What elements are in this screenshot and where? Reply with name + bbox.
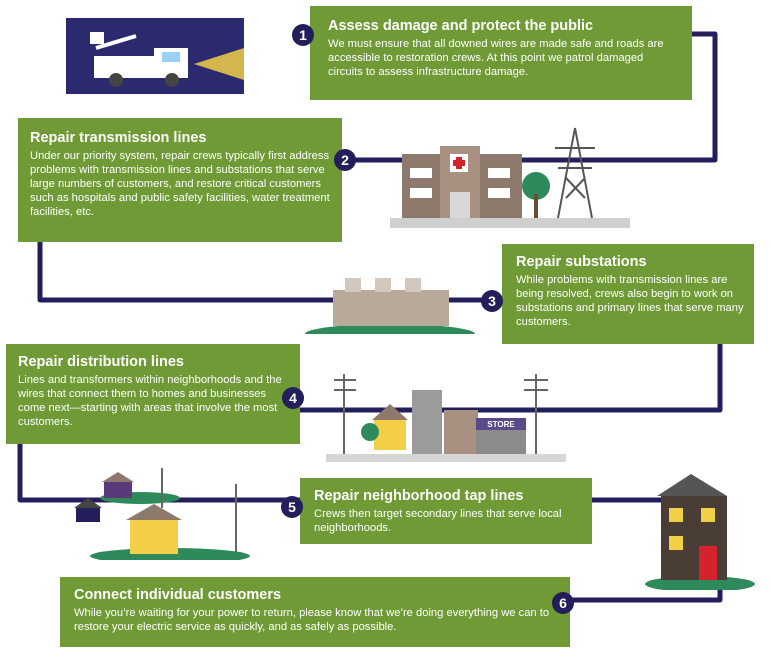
customer-house-icon [645,474,755,590]
step-5-box: Repair neighborhood tap lines Crews then… [300,478,592,544]
step-2-box: Repair transmission lines Under our prio… [18,118,342,242]
step-6-box: Connect individual customers While you’r… [60,577,570,647]
step-5-body: Crews then target secondary lines that s… [314,508,562,534]
step-2-body: Under our priority system, repair crews … [30,150,330,218]
hospital-tower-icon [390,127,630,228]
store-sign: STORE [487,420,515,429]
step-3-number: 3 [481,290,503,312]
step-4-body: Lines and transformers within neighborho… [18,374,282,428]
step-5-title: Repair neighborhood tap lines [314,488,524,504]
step-4-title: Repair distribution lines [18,354,184,370]
substation-icon [305,278,475,334]
step-3-body: While problems with transmission lines a… [516,274,744,328]
neighborhood-houses-icon [74,468,250,560]
town-icon: STORE [326,374,566,462]
step-3-box: Repair substations While problems with t… [502,244,754,344]
step-1-title: Assess damage and protect the public [328,18,594,34]
bucket-truck-icon [66,18,244,94]
step-6-number: 6 [552,592,574,614]
step-1-body: We must ensure that all downed wires are… [328,38,664,78]
step-4-box: Repair distribution lines Lines and tran… [6,344,300,444]
step-5-number: 5 [281,496,303,518]
step-2-number: 2 [334,149,356,171]
step-3-title: Repair substations [516,254,647,270]
step-4-number: 4 [282,387,304,409]
step-6-title: Connect individual customers [74,587,282,603]
step-2-title: Repair transmission lines [30,130,207,146]
step-6-body: While you’re waiting for your power to r… [74,607,550,633]
step-1-box: Assess damage and protect the public We … [310,6,692,100]
step-1-number: 1 [292,24,314,46]
